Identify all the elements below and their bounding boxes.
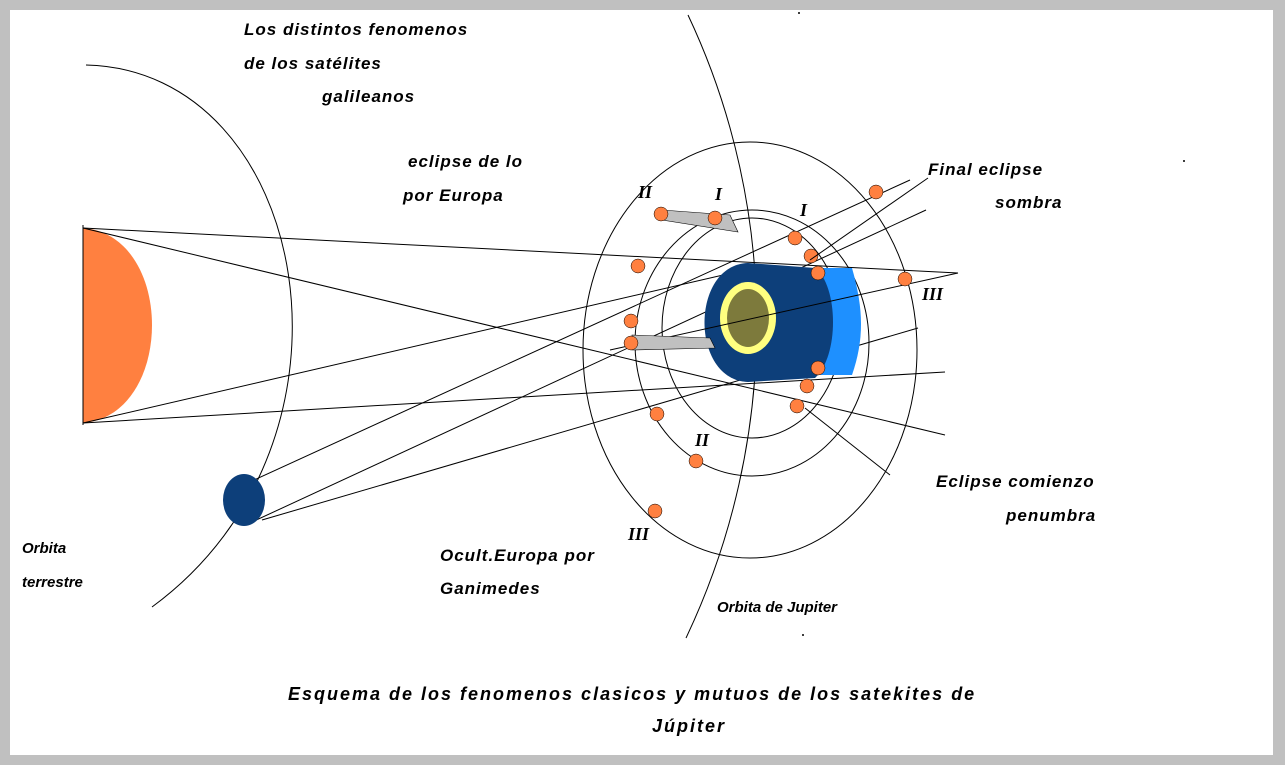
roman-i-top-right: I [799,200,808,220]
satellites [623,184,913,519]
satellite [653,206,669,222]
sun-ray [82,371,946,424]
label-ocult-europa-2: Ganimedes [440,579,541,598]
satellite [810,360,826,376]
diagram-frame: Los distintos fenomenos de los satélites… [10,10,1273,755]
satellite [647,503,663,519]
leader-line [804,407,891,476]
orbit-iii [582,141,918,559]
roman-iii-bottom: III [627,524,650,544]
label-eclipse-io-2: por Europa [402,186,504,205]
label-eclipse-io-1: eclipse de lo [408,152,523,171]
satellite [707,210,723,226]
roman-ii-top: II [637,182,653,202]
label-eclipse-comienzo-1: Eclipse comienzo [936,472,1095,491]
label-final-eclipse-2: sombra [995,193,1062,212]
satellite [799,378,815,394]
earth-orbit-arc [85,64,293,608]
satellite [688,453,704,469]
satellite [623,335,639,351]
roman-ii-bottom: II [694,430,710,450]
label-ocult-europa-1: Ocult.Europa por [440,546,595,565]
satellite [649,406,665,422]
sun-ray [82,265,763,424]
satellite [897,271,913,287]
sun [83,228,152,423]
sun-ray [82,227,959,274]
label-orbita-jupiter: Orbita de Jupiter [717,599,838,616]
label-orbita-terrestre-2: terrestre [22,574,83,591]
satellite-shadow-middle [631,334,716,351]
earth [223,474,265,526]
label-final-eclipse-1: Final eclipse [928,160,1043,179]
label-eclipse-comienzo-2: penumbra [1005,506,1096,525]
satellite [868,184,884,200]
roman-iii-right: III [921,284,944,304]
speck [802,634,804,636]
satellite [623,313,639,329]
satellite [803,248,819,264]
speck [798,12,800,14]
title-line-1: Los distintos fenomenos [244,20,468,39]
phenomena-diagram: Los distintos fenomenos de los satélites… [22,12,1185,736]
satellite [787,230,803,246]
leader-line [809,177,929,261]
satellite [810,265,826,281]
label-orbita-terrestre-1: Orbita [22,540,66,557]
jupiter-disk [727,289,769,347]
speck [1183,160,1185,162]
caption-line-2: Júpiter [652,716,726,736]
caption-line-1: Esquema de los fenomenos clasicos y mutu… [288,684,976,704]
satellite [630,258,646,274]
roman-i-top-left: I [714,184,723,204]
title-line-3: galileanos [321,87,415,106]
satellite [789,398,805,414]
title-line-2: de los satélites [244,54,382,73]
earth-ray [253,179,911,481]
